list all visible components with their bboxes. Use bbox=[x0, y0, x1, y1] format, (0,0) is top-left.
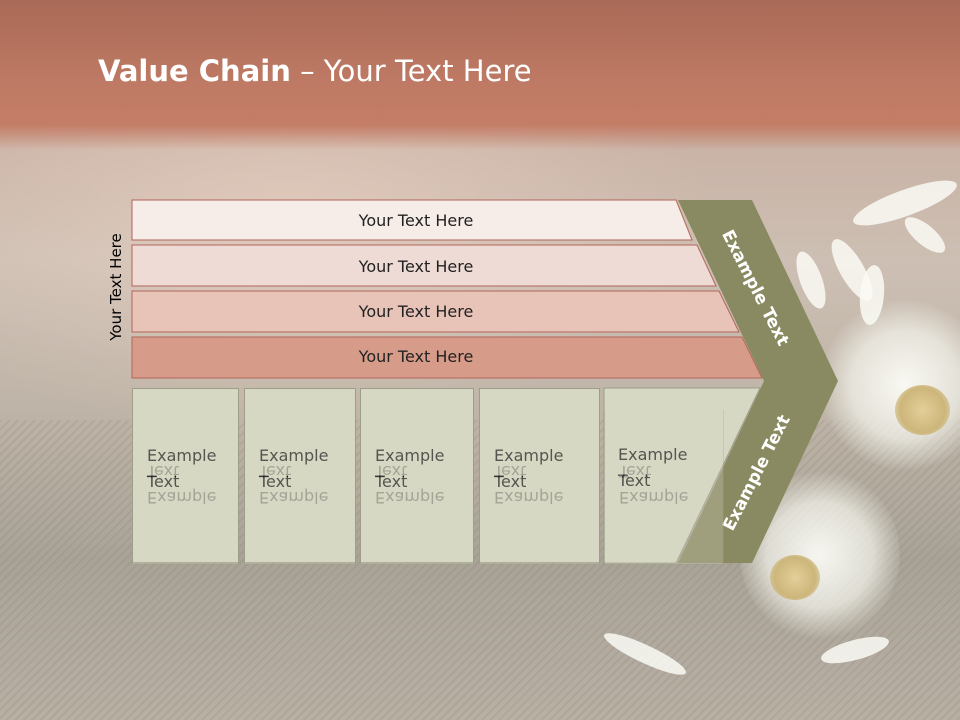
reflected-text: Text bbox=[259, 462, 292, 481]
box-5-line1: Example bbox=[618, 442, 724, 468]
reflected-text: Text bbox=[147, 462, 180, 481]
daisy-center-decoration bbox=[770, 555, 820, 600]
band-2-text: Your Text Here bbox=[358, 256, 474, 276]
title-bold-text: Value Chain bbox=[98, 54, 291, 88]
band-shape-2 bbox=[131, 244, 717, 287]
chevron-shape bbox=[678, 200, 838, 563]
reflected-text: Text bbox=[619, 462, 652, 481]
band-shape-4 bbox=[131, 336, 763, 379]
box-3-line2: Text bbox=[375, 469, 473, 495]
band-label-3: Your Text Here bbox=[132, 291, 700, 331]
reflected-text: Example bbox=[494, 488, 564, 507]
box-2-line1: Example bbox=[259, 443, 355, 469]
band-label-2: Your Text Here bbox=[132, 246, 700, 286]
box-4-line2: Text bbox=[494, 469, 599, 495]
band-shape-1 bbox=[131, 199, 693, 241]
reflected-text: Text bbox=[375, 462, 408, 481]
reflected-text: Example bbox=[375, 488, 445, 507]
band-label-1: Your Text Here bbox=[132, 200, 700, 240]
box-5-line2: Text bbox=[618, 468, 724, 494]
daisy-decoration bbox=[820, 300, 960, 470]
box-2-line2: Text bbox=[259, 469, 355, 495]
title-band bbox=[0, 0, 960, 150]
slide-title: Value Chain – Your Text Here bbox=[98, 54, 532, 88]
band-3-text: Your Text Here bbox=[358, 301, 474, 321]
box-3-line1: Example bbox=[375, 443, 473, 469]
band-shape-3 bbox=[131, 290, 740, 333]
band-label-4: Your Text Here bbox=[132, 336, 700, 376]
reflected-text: Example bbox=[619, 488, 689, 507]
reflected-text: Example bbox=[147, 488, 217, 507]
title-rest-text: – Your Text Here bbox=[290, 54, 532, 88]
box-1-line1: Example bbox=[147, 443, 238, 469]
last-box-shape bbox=[603, 387, 761, 564]
reflected-text: Example bbox=[259, 488, 329, 507]
band-1-text: Your Text Here bbox=[358, 210, 474, 230]
band-4-text: Your Text Here bbox=[358, 346, 474, 366]
reflected-text: Text bbox=[494, 462, 527, 481]
box-1-line2: Text bbox=[147, 469, 238, 495]
box-4-line1: Example bbox=[494, 443, 599, 469]
daisy-center-decoration bbox=[895, 385, 950, 435]
